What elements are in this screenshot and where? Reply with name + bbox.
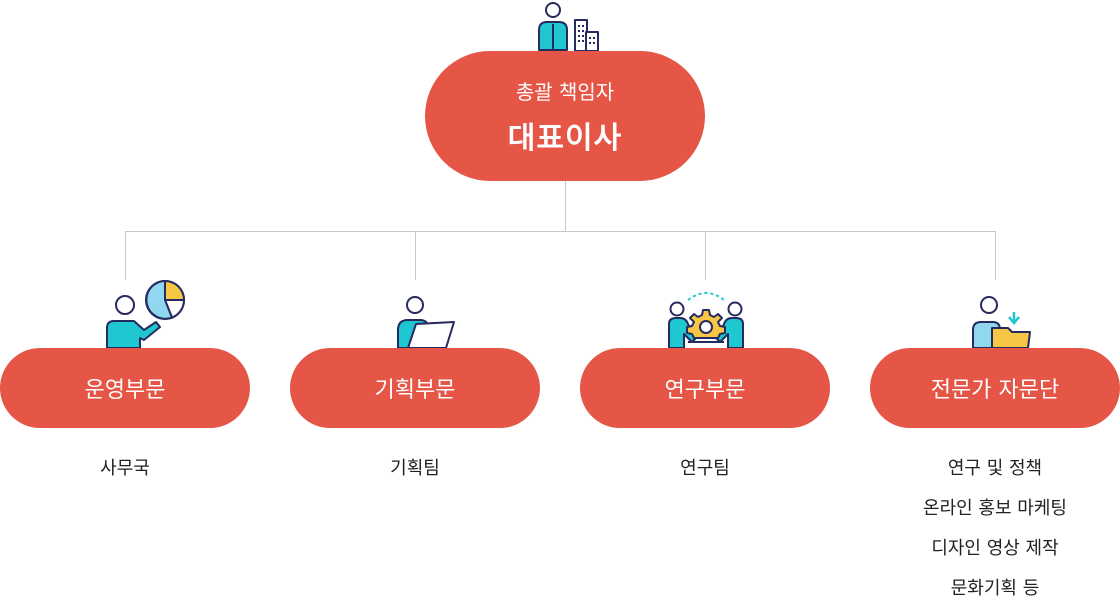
executive-building-icon: [538, 2, 599, 52]
ceo-subtitle: 총괄 책임자: [515, 79, 615, 104]
dept-advisory: 전문가 자문단: [870, 348, 1120, 428]
team-item: 연구팀: [680, 458, 730, 479]
researchers-gear-icon: [668, 292, 744, 349]
team-item: 온라인 홍보 마케팅: [923, 498, 1067, 519]
team-item: 문화기획 등: [950, 578, 1040, 599]
dept-planning-label: 기획부문: [374, 378, 456, 403]
planner-laptop-icon: [397, 296, 455, 349]
team-list-planning: 기획팀: [290, 452, 540, 492]
team-item: 연구 및 정책: [947, 458, 1043, 479]
team-item: 기획팀: [390, 458, 440, 479]
dept-research: 연구부문: [580, 348, 830, 428]
dept-advisory-label: 전문가 자문단: [930, 378, 1060, 403]
dept-operations: 운영부문: [0, 348, 250, 428]
team-list-research: 연구팀: [580, 452, 830, 492]
dept-research-label: 연구부문: [664, 378, 746, 403]
team-item: 사무국: [100, 458, 150, 479]
dept-planning: 기획부문: [290, 348, 540, 428]
ceo-node: 총괄 책임자 대표이사: [425, 51, 705, 181]
dept-operations-label: 운영부문: [84, 378, 166, 403]
team-list-operations: 사무국: [0, 452, 250, 492]
team-item: 디자인 영상 제작: [931, 538, 1059, 559]
team-list-advisory: 연구 및 정책 온라인 홍보 마케팅 디자인 영상 제작 문화기획 등: [870, 452, 1120, 600]
ceo-title: 대표이사: [507, 120, 623, 156]
presenter-pie-chart-icon: [106, 280, 185, 349]
advisor-folder-icon: [972, 296, 1031, 349]
